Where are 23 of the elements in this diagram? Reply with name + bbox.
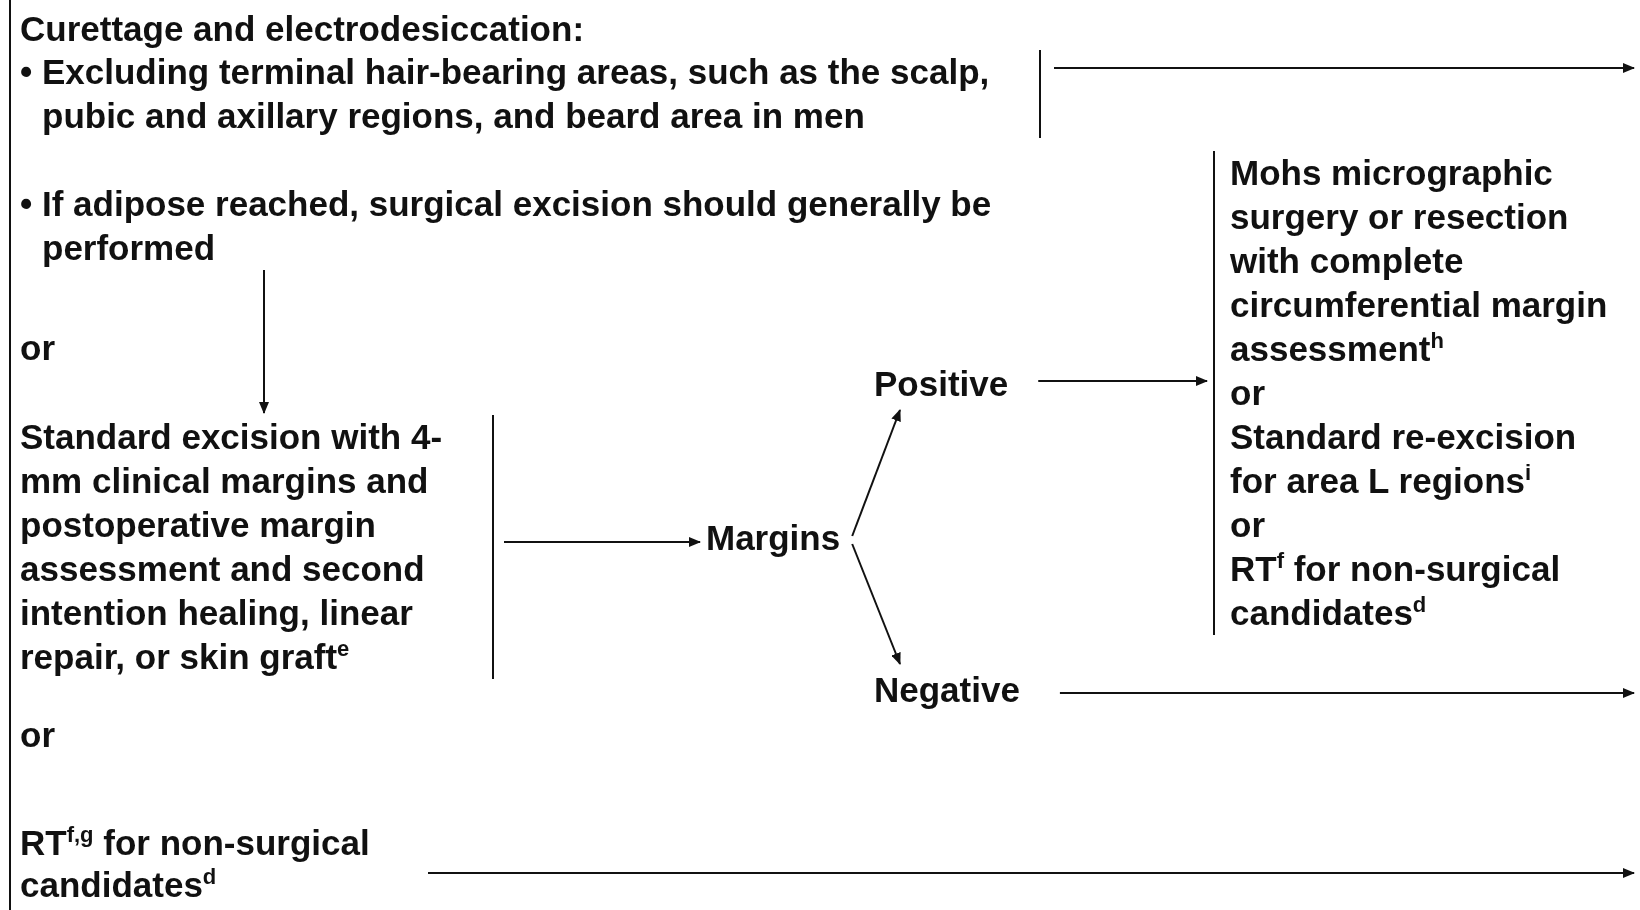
arrow bbox=[1037, 376, 1208, 386]
node-text: RT$^{f}$ for non-surgical candidates$^{d}$ bbox=[1230, 547, 1562, 634]
node-text: RT$^{f,g}$ for non-surgical candidates$^{d}$ bbox=[20, 822, 420, 906]
node-text: Standard re-excision for area L regions$^{i}$ bbox=[1230, 416, 1578, 502]
connector-word: or bbox=[20, 327, 55, 369]
bracketed-text: • Excluding terminal hair-bearing areas, such as the scalp, pubic and axillary regions, and beard area in men bbox=[20, 50, 1041, 138]
bullet-text: • If adipose reached, surgical excision should generally be performed bbox=[20, 183, 993, 269]
arrow bbox=[851, 543, 901, 665]
arrow bbox=[259, 269, 269, 414]
node-text: Margins bbox=[706, 516, 841, 560]
arrow bbox=[503, 537, 701, 547]
arrow bbox=[1053, 63, 1635, 73]
arrow bbox=[851, 409, 901, 537]
node-text: Curettage and electrodesiccation: bbox=[20, 8, 586, 50]
arrow bbox=[427, 868, 1635, 878]
node-text: Negative bbox=[874, 668, 1020, 712]
node-text: or bbox=[1230, 372, 1266, 414]
node-text: Mohs micrographic surgery or resection with complete circumferential margin assessment$^{h}$ bbox=[1230, 152, 1609, 370]
node-text: or bbox=[1230, 504, 1266, 546]
node-text: Positive bbox=[874, 362, 1009, 406]
bracketed-text: Standard excision with 4-mm clinical margins and postoperative margin assessment and second intention healing, linear repair, or skin graft$^{e}$ bbox=[20, 415, 494, 679]
arrow bbox=[1058, 688, 1635, 698]
connector-word: or bbox=[20, 714, 55, 756]
